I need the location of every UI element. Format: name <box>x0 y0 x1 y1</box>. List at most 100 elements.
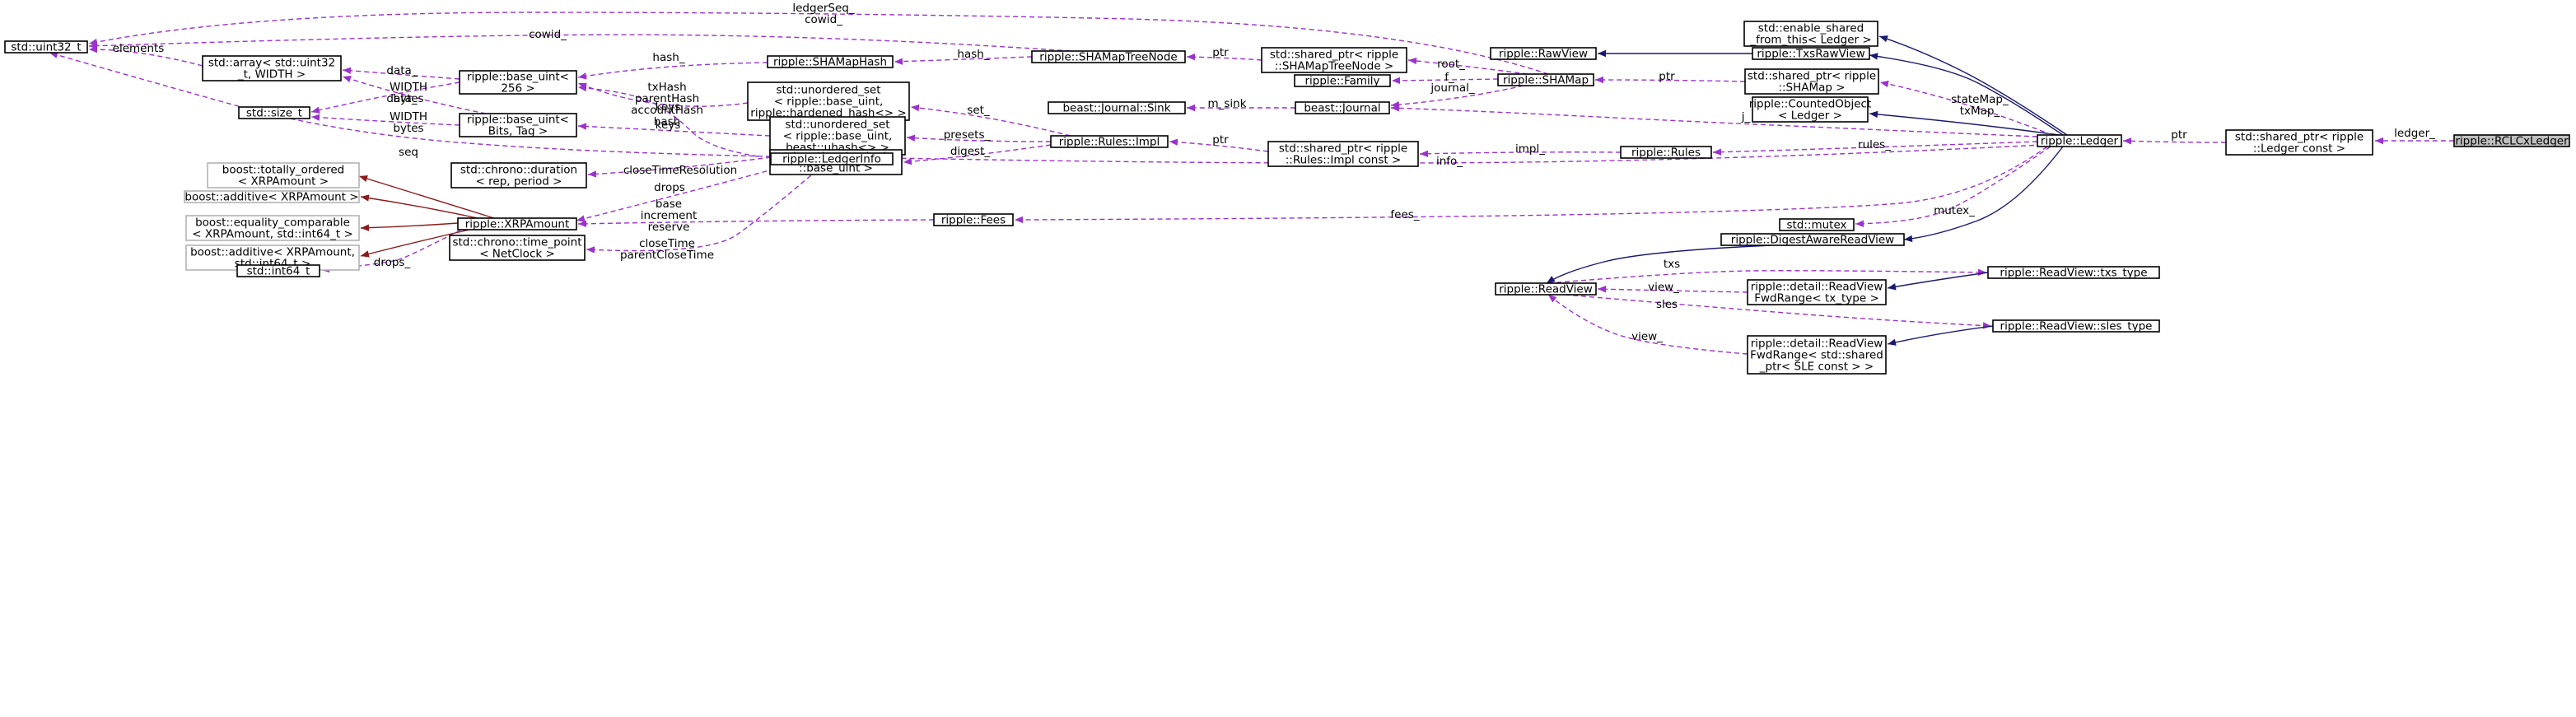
edge-label-view1-0: view_ <box>1648 281 1679 294</box>
edge-hash_node <box>894 56 1033 63</box>
node-rules[interactable]: ripple::Rules <box>1620 146 1712 160</box>
node-tord-box <box>207 162 360 189</box>
node-shpNode-box <box>1261 47 1407 73</box>
edge-label-cowid-0: cowid_ <box>529 28 567 41</box>
node-tp[interactable]: std::chrono::time_point< NetClock > <box>449 235 586 261</box>
node-uset1-label-0: std::unordered_set <box>776 84 880 97</box>
inheritance-edge-44 <box>360 229 470 257</box>
node-add1[interactable]: boost::additive< XRPAmount > <box>184 190 360 204</box>
node-add1-box <box>184 190 360 203</box>
node-sink[interactable]: beast::Journal::Sink <box>1048 101 1186 115</box>
node-rclcx[interactable]: ripple::RCLCxLedger <box>2453 134 2570 148</box>
edge-root-arrowhead <box>1408 57 1417 65</box>
node-journal[interactable]: beast::Journal <box>1295 101 1390 115</box>
node-shpImpl-label-0: std::shared_ptr< ripple <box>1279 142 1407 156</box>
node-counted[interactable]: ripple::CountedObject< Ledger > <box>1749 96 1872 123</box>
node-eqc[interactable]: boost::equality_comparable< XRPAmount, s… <box>185 215 360 241</box>
node-info[interactable]: ripple::LedgerInfo <box>770 152 894 166</box>
node-shpLedger[interactable]: std::shared_ptr< ripple::Ledger const > <box>2225 129 2373 156</box>
node-txsRaw[interactable]: ripple::TxsRawView <box>1752 47 1870 61</box>
edge-label-base-1: increment <box>641 209 698 222</box>
node-mutex[interactable]: std::mutex <box>1779 218 1855 232</box>
edge-label-data_arr2-0: data_ <box>386 92 417 105</box>
node-xrp-box <box>457 217 577 230</box>
edges-layer <box>49 12 2454 355</box>
node-counted-box <box>1752 96 1869 123</box>
edge-sles-arrowhead <box>1982 322 1991 329</box>
node-fwdTx-label-0: ripple::detail::ReadView <box>1751 281 1883 294</box>
edge-cowid <box>88 34 1071 52</box>
inheritance-edge-49 <box>1887 272 1989 289</box>
node-base256[interactable]: ripple::base_uint<256 > <box>459 70 577 95</box>
edge-ledgerSeq <box>88 12 1549 75</box>
node-uset2[interactable]: std::unordered_set< ripple::base_uint,be… <box>769 116 906 156</box>
edge-drops2 <box>320 229 462 271</box>
node-info-label-0: ripple::LedgerInfo <box>782 153 881 166</box>
node-base256-box <box>459 70 577 95</box>
node-shpSha[interactable]: std::shared_ptr< ripple::SHAMap > <box>1744 68 1879 95</box>
node-shpLedger-box <box>2225 129 2373 156</box>
node-dig-label-0: ripple::DigestAwareReadView <box>1731 234 1894 247</box>
node-sizet[interactable]: std::size_t <box>238 106 310 120</box>
node-info-box <box>770 152 894 165</box>
inheritance-edge-41 <box>358 175 495 219</box>
edge-keys2 <box>577 125 771 137</box>
node-shpImpl[interactable]: std::shared_ptr< ripple::Rules::Impl con… <box>1267 141 1419 167</box>
edge-elements <box>88 49 203 67</box>
node-tord[interactable]: boost::totally_ordered< XRPAmount > <box>207 162 360 189</box>
edge-drops1 <box>576 164 791 221</box>
node-xrp-label-0: ripple::XRPAmount <box>465 218 570 231</box>
node-dig[interactable]: ripple::DigestAwareReadView <box>1720 233 1905 247</box>
node-readView[interactable]: ripple::ReadView <box>1495 282 1597 296</box>
edge-ptr_impl-arrowhead <box>1169 138 1178 146</box>
node-nodeType[interactable]: ripple::SHAMapTreeNode <box>1031 50 1186 64</box>
edge-label-ledger_-0: ledger_ <box>2394 127 2435 140</box>
node-add2-label-0: boost::additive< XRPAmount, <box>190 246 355 259</box>
node-journal-box <box>1295 101 1390 114</box>
node-i64[interactable]: std::int64_t <box>236 264 320 278</box>
edge-presets-arrowhead <box>907 134 916 142</box>
edge-label-txhash-3: hash <box>654 115 680 128</box>
node-baseBits[interactable]: ripple::base_uint<Bits, Tag > <box>459 113 577 138</box>
edge-label-base-0: base <box>656 198 682 211</box>
node-arr-label-1: _t, WIDTH > <box>237 68 306 81</box>
node-fees[interactable]: ripple::Fees <box>933 213 1014 227</box>
node-rulesImpl[interactable]: ripple::Rules::Impl <box>1050 135 1169 149</box>
node-shpSha-box <box>1744 68 1879 95</box>
inheritance-edge-2-arrowhead <box>1879 35 1888 43</box>
edge-hash_shahash <box>577 62 768 78</box>
edge-msink-arrowhead <box>1187 104 1195 112</box>
node-dur[interactable]: std::chrono::duration< rep, period > <box>450 162 587 189</box>
node-slesType[interactable]: ripple::ReadView::sles_type <box>1992 319 2160 333</box>
node-uset1[interactable]: std::unordered_set< ripple::base_uint,ri… <box>747 81 910 121</box>
edge-ptr_ledger-arrowhead <box>2123 137 2132 145</box>
node-family[interactable]: ripple::Family <box>1294 74 1391 88</box>
node-shamap[interactable]: ripple::SHAMap <box>1497 73 1594 87</box>
node-esft-label-1: _from_this< Ledger > <box>1749 34 1871 47</box>
node-arr[interactable]: std::array< std::uint32_t, WIDTH > <box>202 55 342 81</box>
node-ledger[interactable]: ripple::Ledger <box>2037 134 2122 148</box>
node-xrp[interactable]: ripple::XRPAmount <box>457 217 577 231</box>
edge-label-digest-0: digest_ <box>950 145 991 158</box>
node-txsType[interactable]: ripple::ReadView::txs_type <box>1987 266 2160 280</box>
inheritance-edge-43 <box>360 222 459 229</box>
edge-label-statemap-1: txMap_ <box>1960 105 2000 118</box>
node-eqc-box <box>185 215 360 241</box>
edge-view2-arrowhead <box>1548 295 1557 303</box>
inheritance-edge-42 <box>360 196 478 219</box>
edge-label-rules-0: rules_ <box>1858 138 1891 151</box>
node-esft[interactable]: std::enable_shared_from_this< Ledger > <box>1743 21 1878 47</box>
node-u32[interactable]: std::uint32_t <box>4 40 88 54</box>
node-shpNode-label-1: ::SHAMapTreeNode > <box>1275 60 1394 73</box>
node-shpNode[interactable]: std::shared_ptr< ripple::SHAMapTreeNode … <box>1261 47 1407 73</box>
node-rawView[interactable]: ripple::RawView <box>1490 47 1597 61</box>
node-shaHash[interactable]: ripple::SHAMapHash <box>767 55 894 69</box>
node-counted-label-0: ripple::CountedObject <box>1749 98 1872 111</box>
node-uset2-label-1: < ripple::base_uint, <box>783 130 893 143</box>
node-uset1-box <box>747 81 910 121</box>
edge-label-sles-0: sles <box>1656 298 1678 311</box>
